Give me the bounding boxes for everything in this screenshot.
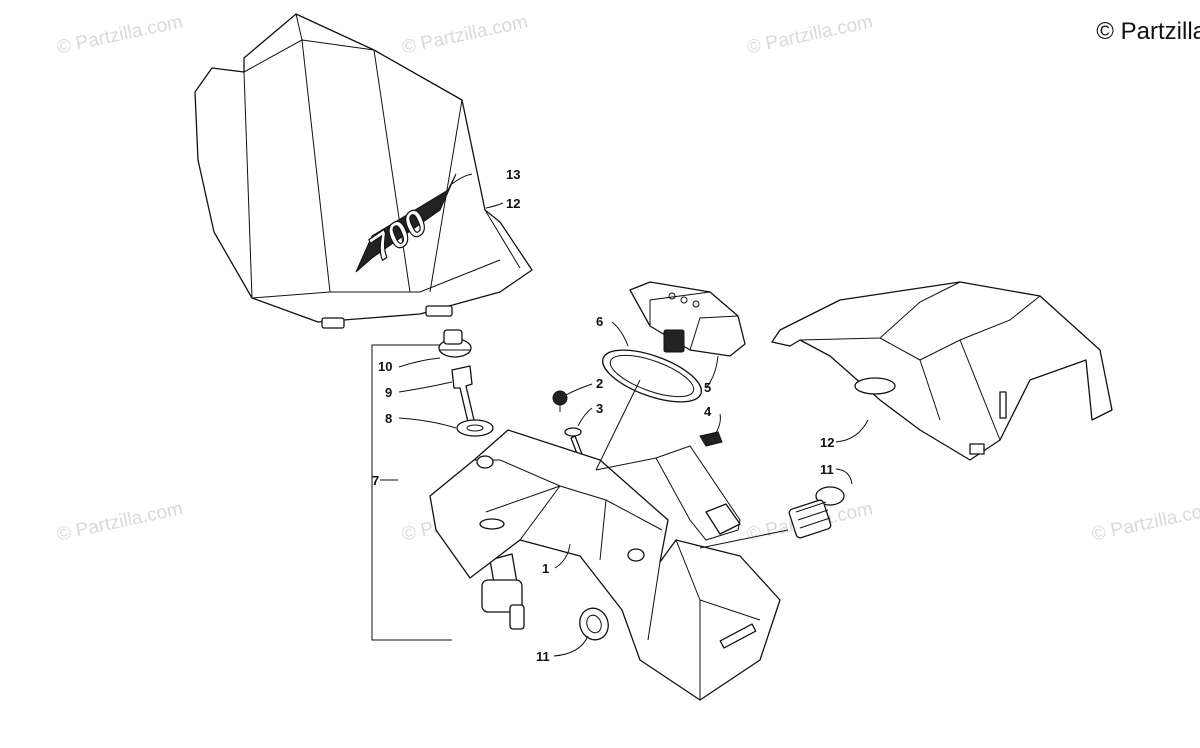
side-panel xyxy=(771,281,1113,461)
callout-8: 8 xyxy=(385,411,392,426)
callout-2: 2 xyxy=(596,376,603,391)
connector xyxy=(655,431,741,541)
callout-14: 13 xyxy=(506,167,520,182)
callout-11: 11 xyxy=(820,462,834,477)
callouts: 13 12 10 9 8 7 2 3 6 5 4 1 12 11 11 xyxy=(372,167,834,664)
callout-3: 3 xyxy=(596,401,603,416)
console-housing xyxy=(429,429,781,701)
callout-9: 9 xyxy=(385,385,392,400)
callout-1: 1 xyxy=(542,561,549,576)
leader-lines xyxy=(380,173,869,657)
screw-2 xyxy=(552,390,568,412)
ignition-key-cap xyxy=(438,329,472,358)
ignition-key xyxy=(451,365,475,423)
callout-5: 5 xyxy=(704,380,711,395)
callout-7: 7 xyxy=(372,473,379,488)
lock-nut xyxy=(579,607,609,641)
gauge-gasket xyxy=(602,349,702,403)
callout-13: 12 xyxy=(506,196,520,211)
copyright-mark: © Partzilla xyxy=(1096,18,1200,45)
callout-12: 12 xyxy=(820,435,834,450)
gauge xyxy=(629,281,746,357)
callout-6: 6 xyxy=(596,314,603,329)
callout-4: 4 xyxy=(704,404,712,419)
callout-10: 10 xyxy=(378,359,392,374)
callout-11: 11 xyxy=(536,649,550,664)
ignition-switch xyxy=(481,553,525,630)
ignition-group-bracket xyxy=(371,344,452,641)
ignition-washer xyxy=(456,419,494,437)
windshield xyxy=(194,13,533,329)
power-outlet xyxy=(788,486,845,539)
